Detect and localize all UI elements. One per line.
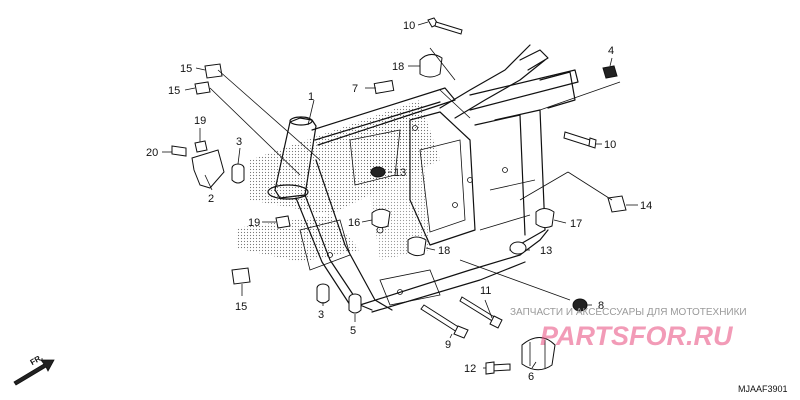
callout-15-bottom: 15 [235,301,247,313]
frame-body [267,44,579,313]
callout-9: 9 [445,339,451,351]
watermark-caption: ЗАПЧАСТИ И АКСЕССУАРЫ ДЛЯ МОТОТЕХНИКИ [510,307,747,318]
callout-1: 1 [308,91,314,103]
watermark-logo: PARTSFOR.RU [540,321,734,351]
callout-13-right: 13 [540,245,552,257]
leader-lines [162,21,638,369]
callout-12: 12 [464,363,476,375]
callout-6: 6 [528,371,534,383]
callout-4: 4 [608,45,614,57]
small-parts [171,17,627,375]
callout-20: 20 [146,147,158,159]
callout-14: 14 [640,200,652,212]
watermark: ЗАПЧАСТИ И АКСЕССУАРЫ ДЛЯ МОТОТЕХНИКИ PA… [510,307,747,351]
callout-13-top: 13 [394,167,406,179]
callout-11: 11 [480,285,491,297]
callout-3-bottom: 3 [318,309,324,321]
callout-3-top: 3 [236,136,242,148]
callout-19-top: 19 [194,115,206,127]
callout-17: 17 [570,218,582,230]
callout-labels: 1 2 3 3 4 5 6 7 8 9 10 10 11 12 13 13 14… [146,20,652,383]
callout-5: 5 [350,325,356,337]
front-direction-arrow: FR. [13,353,55,386]
callout-8: 8 [598,300,604,312]
callout-2: 2 [208,193,214,205]
callout-18-top: 18 [392,61,404,73]
callout-16: 16 [348,217,360,229]
callout-15-mid: 15 [168,85,180,97]
callout-10-top: 10 [403,20,415,32]
callout-15-top: 15 [180,63,192,75]
callout-19-bottom: 19 [248,217,260,229]
callout-18-bottom: 18 [438,245,450,257]
callout-10-right: 10 [604,139,616,151]
diagram-code: MJAAF3901 [738,384,788,394]
callout-7: 7 [352,83,358,95]
